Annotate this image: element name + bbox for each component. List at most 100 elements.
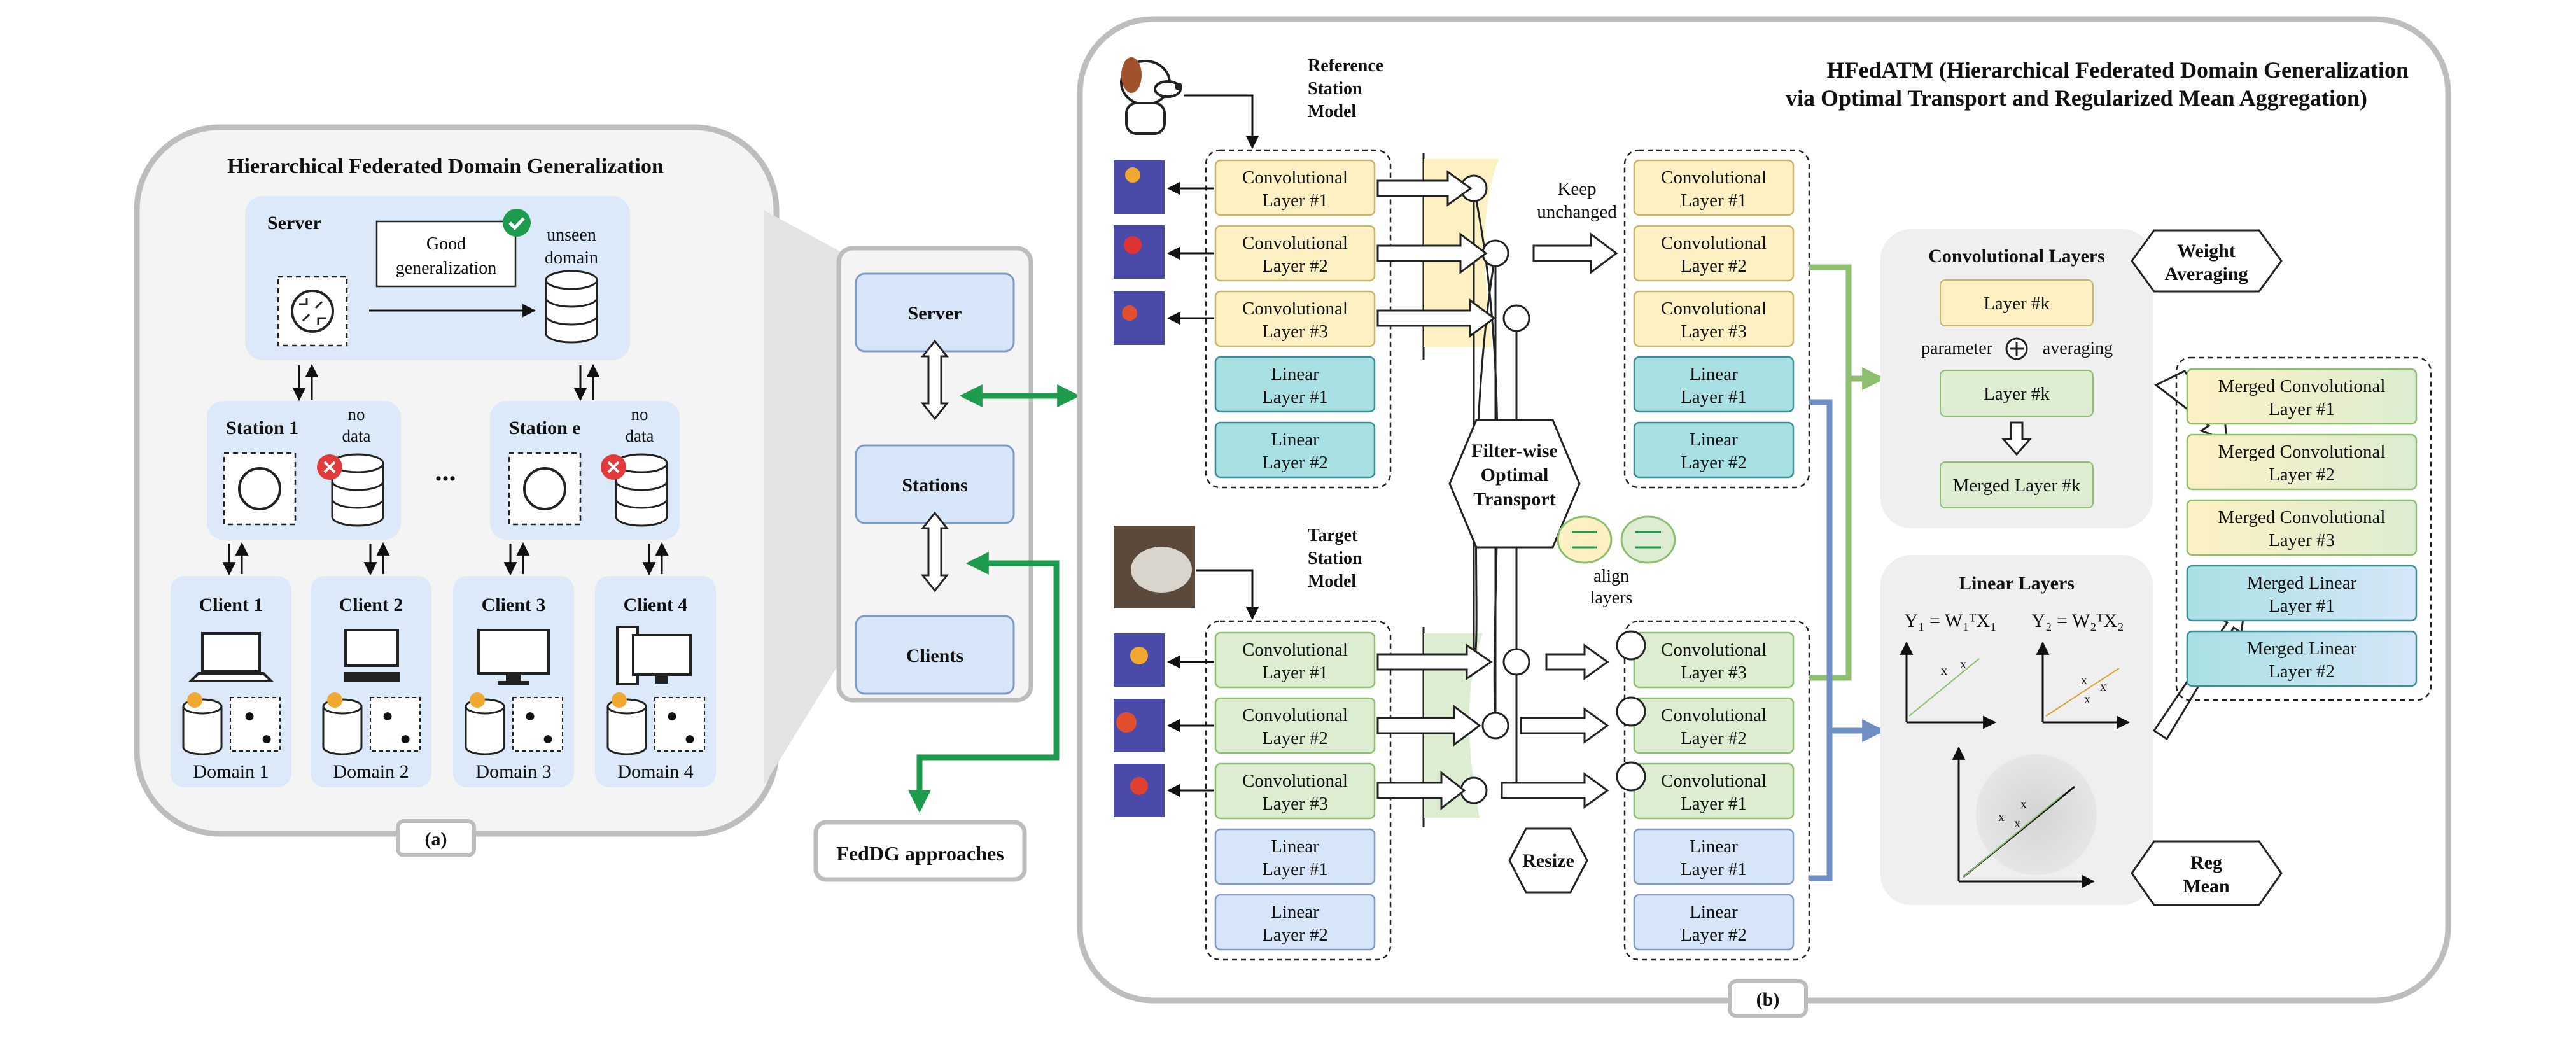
panel-b-title-2: via Optimal Transport and Regularized Me…	[1786, 85, 2367, 111]
conv-box-title: Convolutional Layers	[1928, 246, 2105, 267]
ref-layer-text: Layer #2	[1262, 256, 1328, 276]
station-1-nodata1: no	[348, 405, 365, 424]
ref-layer-text: Convolutional	[1242, 167, 1348, 188]
station-1-label: Station 1	[226, 417, 298, 438]
tgt-layer-text: Convolutional	[1242, 640, 1348, 660]
merged-layer-text: Merged Convolutional	[2218, 442, 2386, 462]
merged-layer-text: Layer #2	[2269, 465, 2335, 485]
ot-node	[1481, 712, 1509, 740]
svg-text:x: x	[1998, 810, 2005, 824]
merged-layer-text: Layer #1	[2269, 596, 2335, 616]
target-label-2: Station	[1308, 549, 1362, 568]
client-3-domain: Domain 3	[475, 761, 551, 782]
svg-text:●: ●	[684, 728, 696, 749]
merged-layer-box	[2186, 499, 2418, 556]
resize-icon	[1616, 761, 1646, 792]
domain-4-images	[654, 697, 705, 752]
conv-layer-k-1: Layer #k	[1984, 293, 2050, 314]
target-label-1: Target	[1308, 526, 1358, 545]
merged-layer-text: Layer #2	[2269, 661, 2335, 682]
ref-layer-text: Convolutional	[1242, 233, 1348, 253]
keep-label-1: Keep	[1557, 179, 1596, 199]
merged-group	[2175, 356, 2432, 701]
heatmap-thumb	[1114, 291, 1165, 345]
ref-out-layer-box	[1633, 356, 1795, 413]
client-4-box: Client 4 ●● Domain 4	[595, 576, 716, 787]
tgt-layer-text: Layer #3	[1262, 794, 1328, 814]
ref-layer-text: Layer #3	[1262, 321, 1328, 342]
svg-text:x: x	[2081, 673, 2087, 687]
tgt-layer-box	[1214, 697, 1376, 754]
plot-3: xxx	[1952, 746, 2097, 888]
reg-mean-hexagon	[2131, 840, 2283, 906]
ref-layer-text: Convolutional	[1242, 298, 1348, 319]
ot-hexagon	[1448, 419, 1581, 549]
workstation-icon	[616, 626, 692, 685]
ref-out-layer-text: Layer #2	[1681, 452, 1747, 473]
tgt-out-layer-box	[1633, 631, 1795, 689]
align-icon	[1557, 515, 1676, 564]
weight-avg-2: Averaging	[2164, 263, 2248, 284]
eq1: Y₁ = W₁ᵀX₁	[1904, 610, 1996, 631]
client-4-domain: Domain 4	[617, 761, 693, 782]
good-gen-line1: Good	[426, 234, 466, 254]
merged-layer-text: Merged Linear	[2247, 638, 2357, 659]
target-label-3: Model	[1308, 572, 1356, 591]
tgt-layer-text: Convolutional	[1242, 705, 1348, 726]
monitor-icon	[477, 629, 550, 685]
merged-layer-box	[2186, 368, 2418, 425]
ref-layer-text: Layer #1	[1262, 387, 1328, 407]
tgt-out-layer-box	[1633, 762, 1795, 820]
zoom-funnel	[764, 210, 840, 786]
station-1-box: Station 1 no data	[207, 401, 401, 540]
svg-text:●: ●	[542, 728, 554, 749]
ref-out-layer-text: Layer #1	[1681, 387, 1747, 407]
merged-layer-box	[2186, 433, 2418, 491]
heatmap-thumb	[1114, 225, 1165, 279]
ellipsis: ...	[435, 456, 456, 487]
ref-out-layer-box	[1633, 290, 1795, 347]
ref-layer-text: Linear	[1271, 430, 1319, 450]
station-e-database-icon	[615, 453, 668, 527]
panel-a: Hierarchical Federated Domain Generaliza…	[134, 124, 780, 857]
ref-layer-box	[1214, 356, 1376, 413]
desktop-icon	[344, 629, 400, 682]
fot-label-2: Optimal	[1481, 465, 1549, 486]
tgt-layer-text: Linear	[1271, 836, 1319, 857]
ref-out-layer-text: Linear	[1690, 364, 1738, 384]
svg-text:x: x	[1941, 664, 1947, 678]
ot-node	[1502, 648, 1530, 676]
database-icon	[545, 270, 598, 344]
domain-3-images	[512, 697, 563, 752]
ref-out-layer-box	[1633, 159, 1795, 216]
domain-1-images	[230, 697, 281, 752]
svg-text:●: ●	[666, 705, 678, 726]
client-3-label: Client 3	[482, 594, 546, 615]
hierarchy-stack: Server Stations Clients	[836, 246, 1033, 703]
panel-b-title-1: HFedATM (Hierarchical Federated Domain G…	[1827, 57, 2409, 83]
stack-server-label: Server	[908, 303, 962, 324]
eq2: Y₂ = W₂ᵀX₂	[2031, 610, 2124, 631]
check-icon	[503, 209, 531, 237]
merged-layer-box	[2186, 565, 2418, 622]
ref-out-layer-text: Layer #1	[1681, 190, 1747, 211]
ref-layer-box	[1214, 225, 1376, 282]
tgt-out-group	[1623, 620, 1810, 961]
reference-label-1: Reference	[1308, 56, 1383, 76]
svg-text:x: x	[2084, 692, 2090, 706]
client-1-label: Client 1	[199, 594, 263, 615]
stack-clients-label: Clients	[906, 645, 963, 666]
tgt-out-layer-text: Layer #3	[1681, 663, 1747, 683]
station-e-box: Station e no data	[490, 401, 680, 540]
linear-connector	[1809, 399, 1880, 881]
tgt-out-layer-text: Layer #2	[1681, 728, 1747, 748]
conv-layer-k-2: Layer #k	[1984, 384, 2050, 404]
tgt-layer-text: Convolutional	[1242, 771, 1348, 791]
tgt-out-layer-text: Layer #2	[1681, 925, 1747, 945]
tgt-layer-text: Linear	[1271, 902, 1319, 922]
panel-b: HFedATM (Hierarchical Federated Domain G…	[1077, 16, 2451, 1018]
conv-merged-layer: Merged Layer #k	[1953, 475, 2081, 496]
domain-2-images	[370, 697, 421, 752]
good-gen-line2: generalization	[396, 258, 497, 278]
tgt-layer-text: Layer #1	[1262, 859, 1328, 880]
